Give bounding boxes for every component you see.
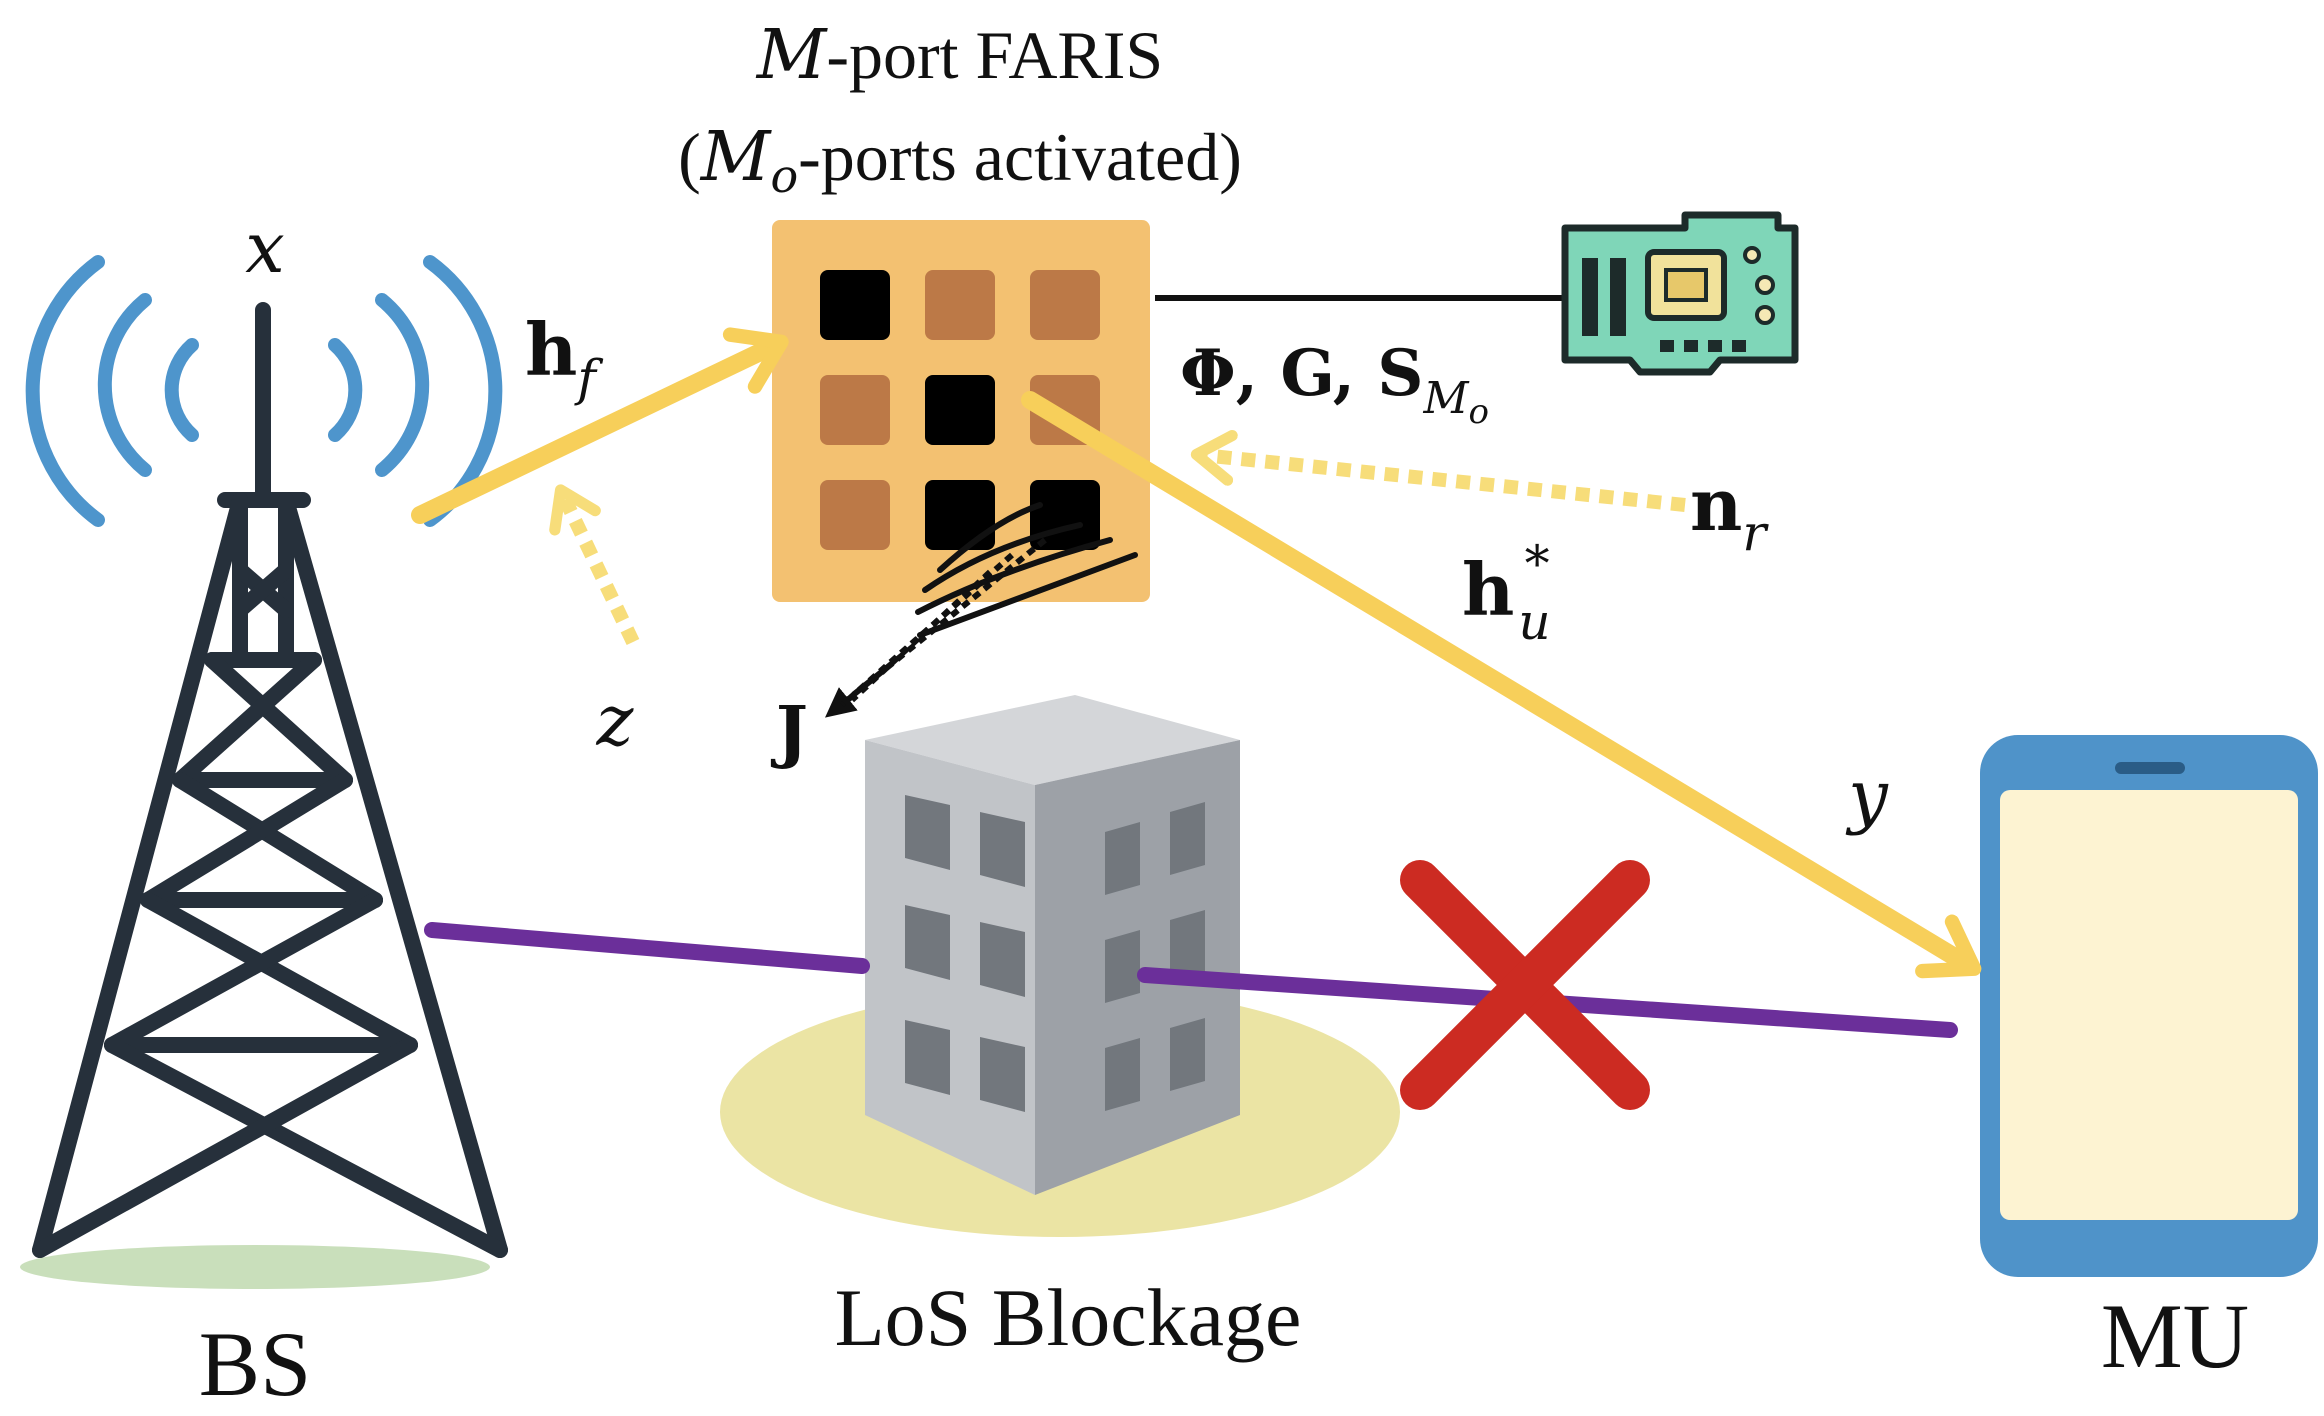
ris-port-inactive bbox=[1030, 270, 1100, 340]
x-label: x bbox=[245, 207, 284, 289]
ris-port-inactive bbox=[820, 375, 890, 445]
tower-shadow bbox=[20, 1245, 490, 1289]
mu-label: MU bbox=[2101, 1285, 2249, 1387]
nr-label: nr bbox=[1690, 462, 1769, 562]
building-icon bbox=[865, 695, 1240, 1195]
j-arrows bbox=[824, 537, 1047, 718]
z-label: z bbox=[596, 680, 635, 762]
ris-title: M-port FARIS (Mo-ports activated) bbox=[678, 16, 1242, 203]
base-station: BS bbox=[20, 255, 508, 1415]
blocked-cross-icon bbox=[1400, 860, 1650, 1110]
tower-icon bbox=[32, 302, 508, 1258]
ris-title-line1: M-port FARIS bbox=[755, 16, 1164, 95]
blockage-label: LoS Blockage bbox=[835, 1272, 1302, 1363]
surface-wave-icon bbox=[915, 502, 1138, 638]
ris-port-grid bbox=[820, 270, 1100, 550]
nr-noise-arrow bbox=[1190, 430, 1686, 512]
building-windows bbox=[905, 795, 1205, 1112]
hu-label: hu* bbox=[1462, 535, 1551, 651]
ris-port-active bbox=[925, 375, 995, 445]
ris-port-active bbox=[820, 270, 890, 340]
hf-label: hf bbox=[525, 307, 603, 407]
controller-board-icon bbox=[1561, 211, 1799, 376]
ris-port-active bbox=[925, 480, 995, 550]
ris-title-line2: (Mo-ports activated) bbox=[678, 118, 1242, 203]
j-label: J bbox=[771, 692, 808, 772]
faris-panel bbox=[772, 220, 1150, 638]
ris-control-params: Φ, G, SMo bbox=[1180, 336, 1489, 432]
ris-port-active bbox=[1030, 480, 1100, 550]
y-label: y bbox=[1845, 755, 1889, 837]
z-noise-arrow bbox=[549, 484, 640, 646]
bs-label: BS bbox=[199, 1313, 312, 1415]
signal-arrows bbox=[411, 327, 1982, 979]
hu-arrow bbox=[1021, 391, 1982, 979]
mobile-user-icon: MU bbox=[1980, 735, 2318, 1387]
ris-port-inactive bbox=[925, 270, 995, 340]
ris-port-inactive bbox=[820, 480, 890, 550]
hf-arrow bbox=[411, 327, 789, 524]
